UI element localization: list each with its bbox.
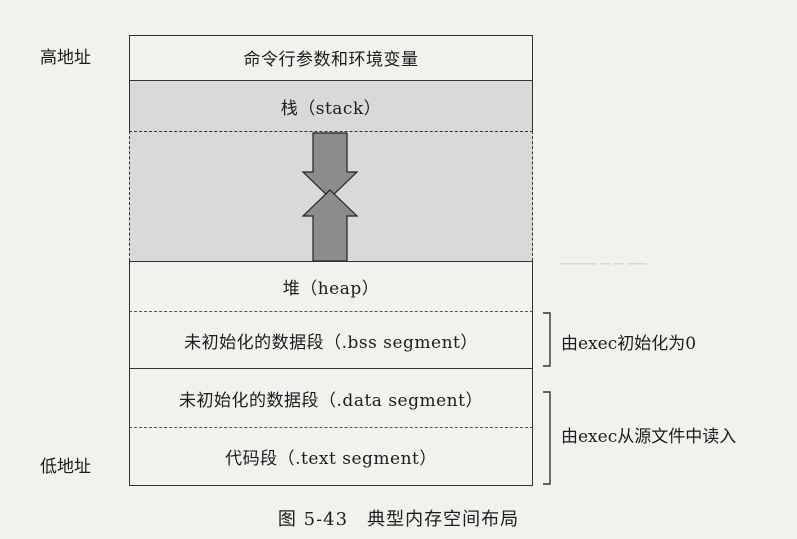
segment-text-label: 代码段（.text segment）: [225, 449, 437, 469]
free-space-region: [129, 131, 533, 261]
segment-env: 命令行参数和环境变量: [129, 35, 533, 80]
bss-note: 由exec初始化为0: [561, 334, 697, 354]
figure-caption: 图 5-43 典型内存空间布局: [277, 509, 520, 530]
segment-bss-label: 未初始化的数据段（.bss segment）: [184, 332, 478, 353]
segment-stack-label: 栈（stack）: [280, 98, 382, 119]
segment-data: 未初始化的数据段（.data segment）: [129, 368, 533, 427]
bleed-text-1: ──── ─ ─ ──: [560, 255, 647, 273]
data-text-brace: [543, 391, 551, 485]
segment-heap: 堆（heap）: [129, 261, 533, 311]
segment-env-label: 命令行参数和环境变量: [243, 50, 419, 70]
segment-text: 代码段（.text segment）: [129, 427, 533, 486]
segment-heap-label: 堆（heap）: [282, 279, 380, 299]
segment-stack: 栈（stack）: [129, 80, 533, 131]
data-text-note: 由exec从源文件中读入: [561, 427, 737, 447]
low-address-label: 低地址: [40, 457, 91, 477]
segment-bss: 未初始化的数据段（.bss segment）: [129, 311, 533, 368]
high-address-label: 高地址: [40, 48, 91, 68]
bss-brace: [543, 312, 551, 367]
segment-data-label: 未初始化的数据段（.data segment）: [179, 390, 483, 411]
